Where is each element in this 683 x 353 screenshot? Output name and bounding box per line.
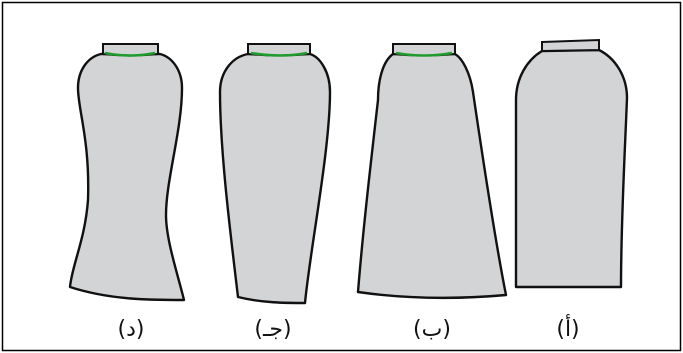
panel-label-c: (جـ) [254,317,291,342]
skirt-a-body [516,50,627,287]
skirt-d-body [70,54,184,300]
skirt-a-waistband [542,40,599,51]
panel-label-a: (أ) [556,314,579,342]
skirt-d [70,44,184,300]
panel-label-b: (ب) [413,317,451,342]
panel-label-d: (د) [118,317,145,342]
skirt-a [516,40,627,287]
